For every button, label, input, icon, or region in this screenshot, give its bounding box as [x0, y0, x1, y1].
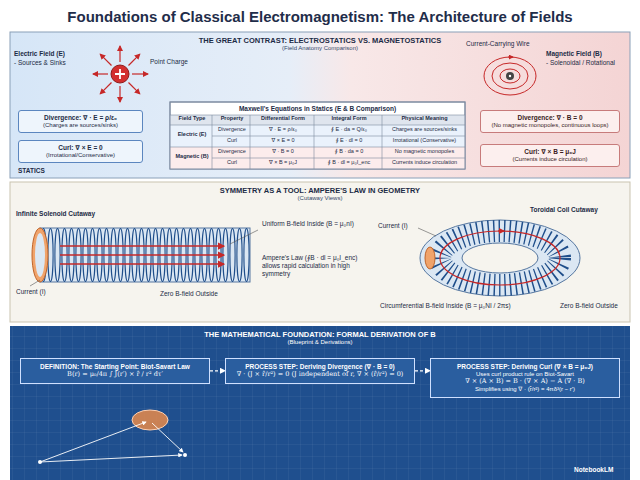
table-cell: Currents induce circulation — [382, 159, 465, 166]
table-cell: ∇ · E = ρ/ε₀ — [250, 126, 314, 133]
table-cell: Magnetic (B) — [170, 153, 212, 160]
box-heading: Divergence: ∇ · E = ρ/ε₀ — [23, 114, 138, 122]
watermark: NotebookLM — [574, 466, 630, 474]
callout-label: Current (I) — [378, 222, 418, 230]
box-text: (Charges are sources/sinks) — [23, 122, 138, 129]
box-text: (Field Anatomy Comparison) — [10, 45, 630, 52]
table-cell: Curl — [212, 159, 250, 166]
callout-label: Circumferential B-field Inside (B = μ₀NI… — [380, 302, 555, 310]
equation-box: Curl: ∇ × B = μ₀J(Currents induce circul… — [480, 144, 620, 167]
callout-label: Zero B-field Outside — [560, 302, 626, 310]
table-cell: Divergence — [212, 148, 250, 155]
table-cell: No magnetic monopoles — [382, 148, 465, 155]
box-text: ∇ × (A × B) = B · (∇ × A) − A (∇ · B) — [436, 378, 614, 386]
table-cell: Irrotational (Conservative) — [382, 137, 465, 144]
table-cell: ∮ E · da = Q/ε₀ — [314, 126, 382, 133]
section-band: THE MATHEMATICAL FOUNDATION: FORMAL DERI… — [10, 326, 630, 480]
table-cell: ∮ B · da = 0 — [314, 148, 382, 155]
callout-label: Current-Carrying Wire — [466, 40, 544, 48]
box-heading: SYMMETRY AS A TOOL: AMPERE'S LAW IN GEOM… — [10, 186, 630, 195]
box-text: ∇ · (J × r̂/r²) = 0 (J independent of r,… — [231, 371, 409, 379]
equation-box: Divergence: ∇ · E = ρ/ε₀(Charges are sou… — [18, 110, 143, 133]
callout-label: Point Charge — [150, 58, 200, 66]
blueprint-box: PROCESS STEP: Deriving Divergence (∇ · B… — [225, 358, 415, 384]
flow-arrow — [210, 370, 225, 371]
callout-label: Uniform B-field Inside (B = μ₀nI) — [262, 220, 362, 228]
table-cell: Electric (E) — [170, 131, 212, 138]
box-heading: Curl: ∇ × E = 0 — [23, 144, 138, 152]
section-band: THE GREAT CONTRAST: ELECTROSTATICS VS. M… — [10, 32, 630, 178]
table-cell: ∮ E · dl = 0 — [314, 137, 382, 144]
equation-box: Divergence: ∇ · B = 0(No magnetic monopo… — [480, 110, 620, 133]
table-cell: Curl — [212, 137, 250, 144]
diagram-title: Foundations of Classical Electromagnetis… — [0, 8, 640, 25]
figure-caption: Infinite Solenoid Cutaway — [16, 210, 146, 218]
table-cell: Physical Meaning — [382, 115, 465, 122]
field-label: Magnetic Field (B) — [546, 50, 626, 58]
field-label: - Solenoidal / Rotational — [546, 59, 626, 67]
table-cell: ∇ × E = 0 — [250, 137, 314, 144]
field-label: Electric Field (E) — [14, 50, 90, 58]
table-cell: Differential Form — [250, 115, 314, 122]
box-heading: DEFINITION: The Starting Point: Biot-Sav… — [26, 363, 204, 371]
box-text: (Cutaway Views) — [10, 195, 630, 202]
box-text: B(r) = μ₀/4π ∫ J(r′) × r̂ / r² dτ′ — [26, 371, 204, 379]
figure-caption: Toroidal Coil Cutaway — [530, 206, 625, 214]
comparison-table: Maxwell's Equations in Statics (E & B Co… — [170, 102, 465, 169]
table-cell: Property — [212, 115, 250, 122]
blueprint-box: PROCESS STEP: Deriving Curl (∇ × B = μ₀J… — [430, 358, 620, 398]
box-heading: PROCESS STEP: Deriving Divergence (∇ · B… — [231, 363, 409, 371]
flow-arrow — [415, 370, 430, 371]
section-band: SYMMETRY AS A TOOL: AMPERE'S LAW IN GEOM… — [10, 182, 630, 322]
table-cell: Charges are sources/sinks — [382, 126, 465, 133]
box-text: (Irrotational/Conservative) — [23, 152, 138, 159]
field-label: - Sources & Sinks — [14, 59, 90, 67]
box-heading: PROCESS STEP: Deriving Curl (∇ × B = μ₀J… — [436, 363, 614, 371]
box-text: (Blueprint & Derivations) — [10, 339, 630, 346]
equation-box: Curl: ∇ × E = 0(Irrotational/Conservativ… — [18, 140, 143, 163]
box-text: Simplifies using ∇ · (r̂/r²) = 4πδ³(r − … — [436, 386, 614, 393]
box-heading: Curl: ∇ × B = μ₀J — [485, 148, 615, 156]
box-heading: Maxwell's Equations in Statics (E & B Co… — [170, 105, 465, 113]
box-text: Uses curl product rule on Biot-Savart — [436, 371, 614, 378]
blueprint-box: DEFINITION: The Starting Point: Biot-Sav… — [20, 358, 210, 384]
box-heading: THE MATHEMATICAL FOUNDATION: FORMAL DERI… — [10, 330, 630, 339]
table-cell: ∇ · B = 0 — [250, 148, 314, 155]
table-cell: ∮ B · dl = μ₀I_enc — [314, 159, 382, 166]
note-text: Ampere's Law (∮B · dl = μ₀I_enc) allows … — [262, 254, 370, 277]
callout-label: Current (I) — [16, 288, 76, 296]
section-tag: STATICS — [18, 167, 68, 175]
table-cell: Field Type — [170, 115, 212, 122]
table-cell: Integral Form — [314, 115, 382, 122]
box-text: (Currents induce circulation) — [485, 156, 615, 163]
callout-label: Zero B-field Outside — [160, 290, 240, 298]
box-text: (No magnetic monopoles, continuous loops… — [485, 122, 615, 129]
table-cell: ∇ × B = μ₀J — [250, 159, 314, 166]
box-heading: Divergence: ∇ · B = 0 — [485, 114, 615, 122]
box-heading: THE GREAT CONTRAST: ELECTROSTATICS VS. M… — [10, 36, 630, 45]
table-cell: Divergence — [212, 126, 250, 133]
